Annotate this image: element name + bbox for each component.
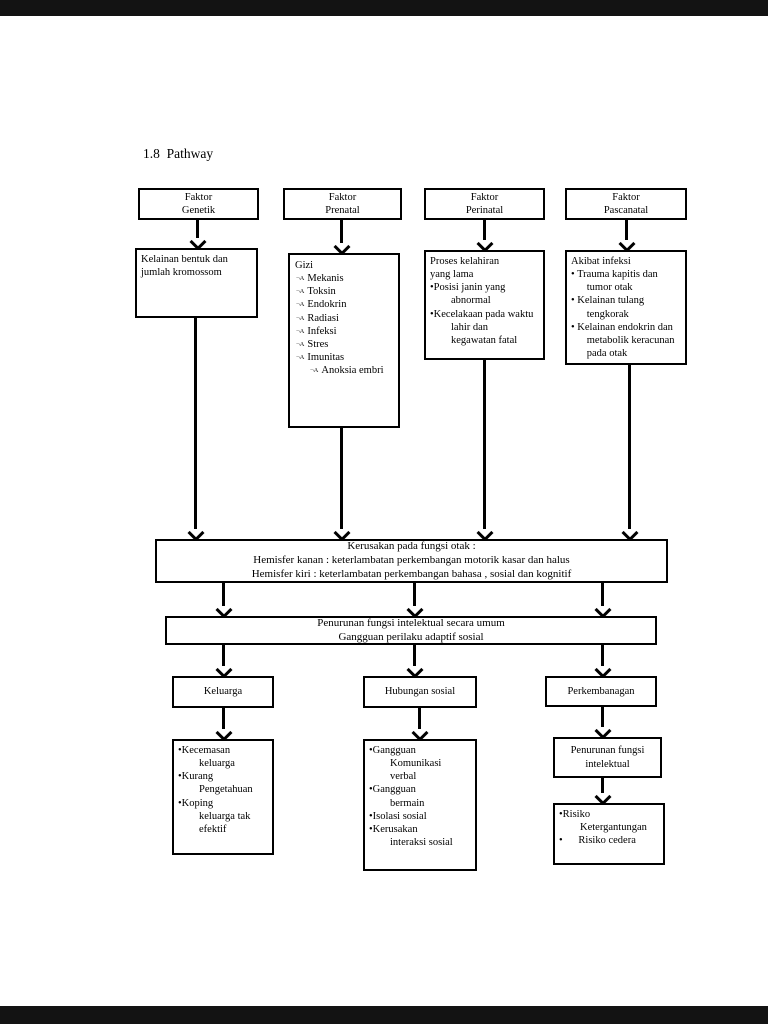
node-hubungan-sosial: Hubungan sosial: [363, 676, 477, 708]
node-risiko: •Risiko Ketergantungan • Risiko cedera: [553, 803, 665, 865]
node-faktor-pascanatal: Faktor Pascanatal: [565, 188, 687, 220]
list-bullet-glyph: ¬A: [296, 340, 305, 348]
node-masalah-keluarga: •Kecemasan keluarga •Kurang Pengetahuan …: [172, 739, 274, 855]
node-keluarga: Keluarga: [172, 676, 274, 708]
node-faktor-perinatal: Faktor Perinatal: [424, 188, 545, 220]
arrow-down: [222, 645, 225, 666]
arrow-down: [625, 220, 628, 240]
node-kelainan-kromosom: Kelainan bentuk dan jumlah kromossom: [135, 248, 258, 318]
list-bullet-glyph: ¬A: [310, 367, 319, 374]
list-bullet-glyph: ¬A: [296, 288, 305, 296]
arrow-down: [196, 220, 199, 238]
arrow-down: [222, 583, 225, 606]
node-kerusakan-otak: Kerusakan pada fungsi otak : Hemisfer ka…: [155, 539, 668, 583]
gizi-item-label: Stres: [307, 338, 329, 350]
list-bullet-glyph: ¬A: [296, 327, 305, 335]
arrow-down: [194, 318, 197, 529]
node-akibat-infeksi: Akibat infeksi • Trauma kapitis dan tumo…: [565, 250, 687, 365]
node-masalah-sosial: •Gangguan Komunikasi verbal •Gangguan be…: [363, 739, 477, 871]
node-faktor-genetik: Faktor Genetik: [138, 188, 259, 220]
arrow-down: [418, 708, 421, 729]
arrow-down: [601, 645, 604, 666]
gizi-item-label: Radiasi: [307, 312, 339, 324]
gizi-item-label: Toksin: [307, 286, 336, 298]
node-penurunan-fungsi: Penurunan fungsi intelektual: [553, 737, 662, 778]
arrow-down: [222, 708, 225, 729]
list-bullet-glyph: ¬A: [296, 353, 305, 361]
node-faktor-prenatal: Faktor Prenatal: [283, 188, 402, 220]
arrow-down: [601, 778, 604, 793]
arrow-down: [413, 645, 416, 666]
page-title: 1.8 Pathway: [143, 146, 214, 161]
arrow-down: [628, 365, 631, 529]
gizi-item-label: Anoksia embri: [321, 365, 384, 376]
gizi-item-label: Infeksi: [307, 325, 337, 337]
node-proses-kelahiran: Proses kelahiran yang lama •Posisi janin…: [424, 250, 545, 360]
gizi-header: Gizi: [295, 260, 314, 271]
node-perkembanagan: Perkembanagan: [545, 676, 657, 707]
letterbox-bottom: [0, 1006, 768, 1024]
letterbox-top: [0, 0, 768, 16]
gizi-item-label: Imunitas: [307, 351, 345, 363]
list-bullet-glyph: ¬A: [296, 275, 305, 283]
gizi-item-label: Endokrin: [307, 299, 347, 311]
arrow-down: [340, 428, 343, 529]
list-bullet-glyph: ¬A: [296, 314, 305, 322]
gizi-item-label: Mekanis: [307, 273, 344, 285]
node-penurunan-umum: Penurunan fungsi intelektual secara umum…: [165, 616, 657, 645]
arrow-down: [483, 220, 486, 240]
arrow-down: [601, 583, 604, 606]
arrow-down: [601, 707, 604, 727]
arrow-down: [483, 360, 486, 529]
list-bullet-glyph: ¬A: [296, 301, 305, 309]
arrow-down: [413, 583, 416, 606]
arrow-down: [340, 220, 343, 243]
